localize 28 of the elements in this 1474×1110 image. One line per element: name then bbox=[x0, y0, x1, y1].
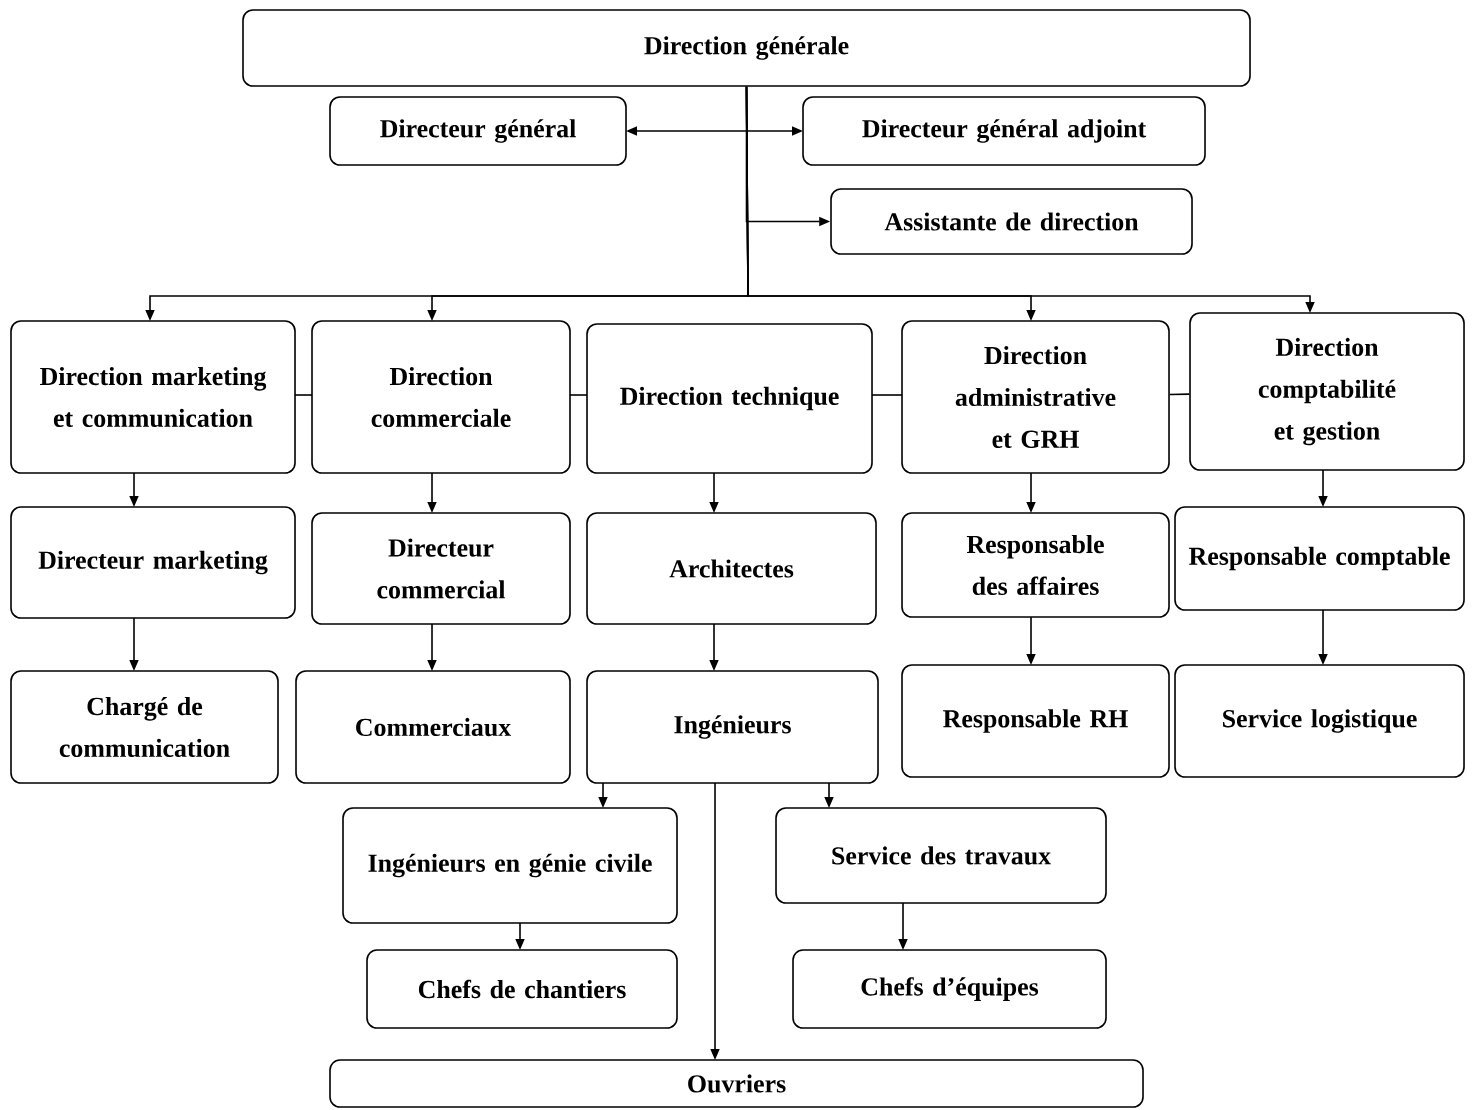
org-box: Architectes bbox=[586, 512, 877, 625]
org-box: Directeur marketing bbox=[10, 506, 296, 619]
connector bbox=[871, 394, 903, 396]
org-box: Directeur général adjoint bbox=[802, 96, 1206, 166]
connector bbox=[569, 394, 588, 396]
org-box: Directeur commercial bbox=[311, 512, 571, 625]
org-box: Ingénieurs en génie civile bbox=[342, 807, 678, 924]
org-box: Responsable RH bbox=[901, 664, 1170, 778]
org-box: Directeur général bbox=[329, 96, 627, 166]
org-box: Direction administrative et GRH bbox=[901, 320, 1170, 474]
org-box: Direction générale bbox=[242, 9, 1251, 87]
org-box: Direction technique bbox=[586, 323, 873, 474]
org-box: Ingénieurs bbox=[586, 670, 879, 784]
org-box: Commerciaux bbox=[295, 670, 571, 784]
connector bbox=[294, 394, 313, 396]
org-box: Chefs de chantiers bbox=[366, 949, 678, 1029]
org-box: Chargé de communication bbox=[10, 670, 279, 784]
org-box: Responsable des affaires bbox=[901, 512, 1170, 618]
org-box: Direction marketing et communication bbox=[10, 320, 296, 474]
org-box: Assistante de direction bbox=[830, 188, 1193, 255]
org-box: Responsable comptable bbox=[1174, 506, 1465, 611]
org-box: Service des travaux bbox=[775, 807, 1107, 904]
org-box: Service logistique bbox=[1174, 664, 1465, 778]
org-box: Direction comptabilité et gestion bbox=[1189, 312, 1465, 471]
org-box: Chefs d’équipes bbox=[792, 949, 1107, 1029]
connector bbox=[1169, 393, 1190, 396]
org-box: Direction commerciale bbox=[311, 320, 571, 474]
org-box: Ouvriers bbox=[329, 1059, 1144, 1108]
